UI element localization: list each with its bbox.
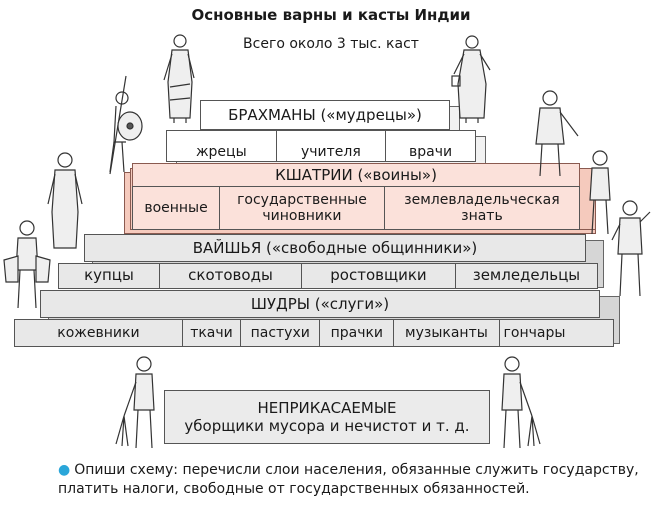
task-note: ●Опиши схему: перечисли слои населения, …: [58, 461, 658, 499]
caste-officials: государственные чиновники: [219, 187, 384, 229]
untouchables-box: НЕПРИКАСАЕМЫЕ уборщики мусора и нечистот…: [164, 390, 490, 444]
brahman-varna: БРАХМАНЫ («мудрецы»): [200, 100, 450, 130]
diagram-subtitle: Всего около 3 тыс. каст: [243, 36, 419, 52]
vaishya-castes: купцы скотоводы ростовщики земледельцы: [58, 263, 598, 289]
shudra-label: ШУДРЫ («слуги»): [250, 295, 390, 313]
caste-teachers: учителя: [275, 131, 386, 161]
vaishya-label: ВАЙШЬЯ («свободные общинники»): [192, 239, 478, 257]
caste-launderers: прачки: [319, 320, 393, 346]
brahman-label: БРАХМАНЫ («мудрецы»): [228, 106, 422, 124]
task-text: Опиши схему: перечисли слои населения, о…: [58, 462, 639, 497]
brahman-castes: жрецы учителя врачи: [166, 130, 476, 162]
shudra-castes: кожевники ткачи пастухи прачки музыканты…: [14, 319, 614, 347]
vaishya-varna: ВАЙШЬЯ («свободные общинники»): [84, 234, 586, 262]
caste-shepherds: пастухи: [240, 320, 319, 346]
sweeper-figure-icon: [501, 356, 541, 449]
caste-musicians: музыканты: [393, 320, 498, 346]
diagram-title: Основные варны и касты Индии: [191, 6, 471, 24]
shudra-varna: ШУДРЫ («слуги»): [40, 290, 600, 318]
caste-priests: жрецы: [195, 143, 247, 160]
warrior-figure-icon: [535, 90, 579, 177]
merchant-figure-icon: [47, 152, 83, 249]
servant-figure-icon: [3, 220, 51, 309]
caste-weavers: ткачи: [181, 320, 240, 346]
servant-figure-icon: [611, 200, 651, 297]
warrior-figure-icon: [109, 75, 143, 175]
caste-military: военные: [144, 199, 208, 216]
caste-herders: скотоводы: [158, 264, 301, 288]
caste-potters: гончары: [498, 320, 613, 346]
caste-merchants: купцы: [84, 266, 134, 285]
untouchables-description: уборщики мусора и нечистот и т. д.: [184, 417, 470, 435]
brahman-figure-icon: [451, 35, 491, 123]
caste-farmers: земледельцы: [454, 264, 597, 288]
merchant-figure-icon: [589, 150, 611, 235]
bullet-icon: ●: [58, 462, 71, 478]
kshatriya-label: КШАТРИИ («воины»): [275, 166, 437, 184]
caste-doctors: врачи: [385, 131, 475, 161]
kshatriya-castes: военные государственные чиновники землев…: [132, 186, 580, 230]
sweeper-figure-icon: [115, 356, 155, 449]
caste-tanners: кожевники: [57, 324, 140, 341]
caste-landed-nobility: землевладельческая знать: [383, 187, 579, 229]
caste-moneylenders: ростовщики: [301, 264, 455, 288]
untouchables-label: НЕПРИКАСАЕМЫЕ: [257, 399, 397, 417]
kshatriya-varna: КШАТРИИ («воины»): [132, 163, 580, 187]
brahman-figure-icon: [163, 34, 195, 123]
